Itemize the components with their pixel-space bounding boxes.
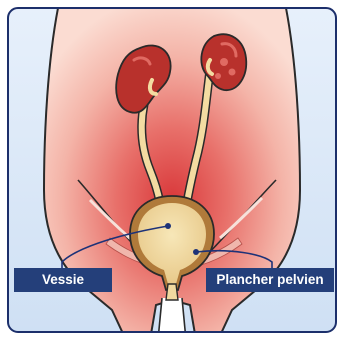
pelvic-floor-leader-dot <box>193 249 199 255</box>
bladder-label: Vessie <box>14 268 112 292</box>
urethra <box>166 284 178 300</box>
bladder-leader-dot <box>165 223 171 229</box>
pelvic-floor-label: Plancher pelvien <box>206 268 334 292</box>
